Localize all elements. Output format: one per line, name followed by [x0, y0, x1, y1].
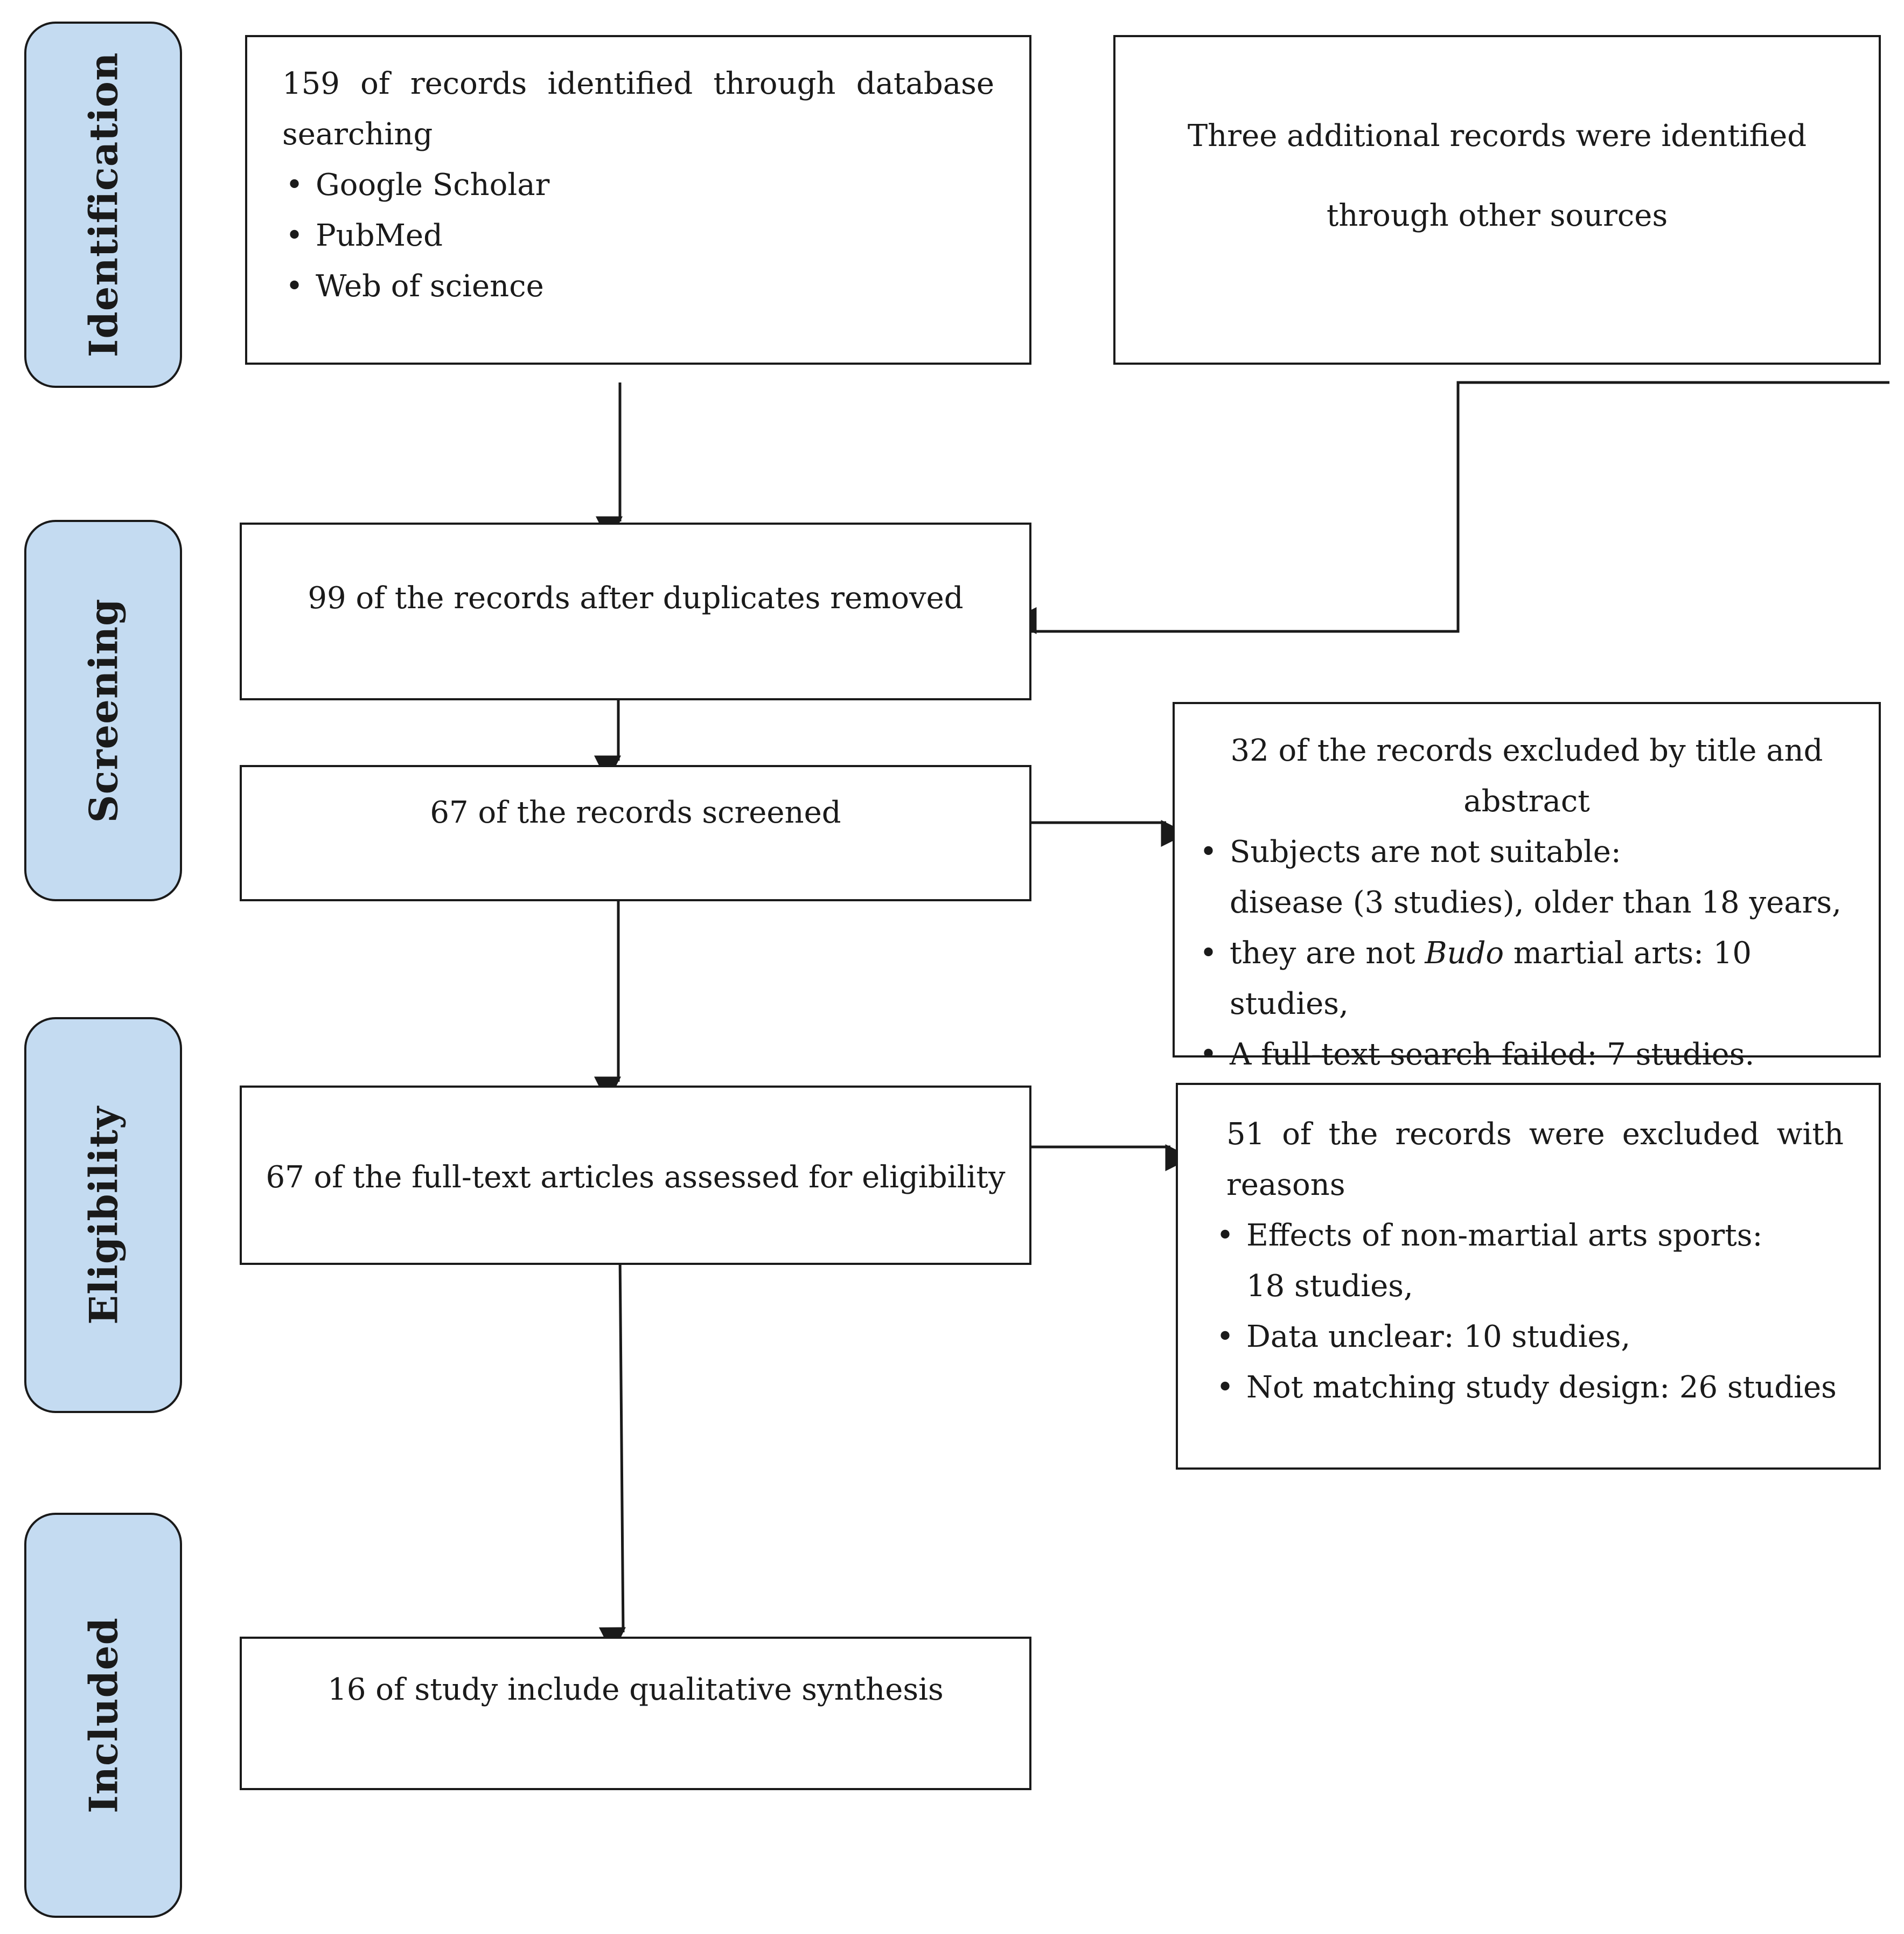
reason-non-martial-text: Effects of non-martial arts sports: [1246, 1218, 1763, 1253]
fulltext-assessed-box: 67 of the full-text articles assessed fo… [240, 1086, 1031, 1265]
excluded-reasons-title-line2: reasons [1226, 1167, 1345, 1202]
included-synthesis-box: 16 of study include qualitative synthesi… [240, 1637, 1031, 1790]
excluded-title-reasons: Subjects are not suitable: disease (3 st… [1196, 827, 1846, 1080]
reason-not-budo: they are not Budo martial arts: 10 studi… [1196, 928, 1846, 1029]
fulltext-assessed-text: 67 of the full-text articles assessed fo… [266, 1160, 1006, 1195]
excluded-with-reasons-box: 51 of the records were excluded with rea… [1176, 1083, 1881, 1470]
reason-subjects-not-suitable: Subjects are not suitable: disease (3 st… [1196, 827, 1846, 928]
reason-non-martial-arts: Effects of non-martial arts sports: 18 s… [1213, 1211, 1844, 1312]
records-screened-box: 67 of the records screened [240, 765, 1031, 901]
reason-not-budo-italic: Budo [1425, 936, 1504, 971]
flow-connectors [594, 381, 1889, 1654]
phase-included: Included [24, 1513, 182, 1918]
excluded-reasons-title-line1: 51 of the records were excluded with [1226, 1117, 1844, 1152]
reason-not-budo-post: martial arts: 10 studies, [1230, 936, 1752, 1021]
reason-non-martial-count: 18 studies, [1246, 1269, 1413, 1304]
connector-other-sources-to-duplicates [1009, 381, 1889, 634]
reason-search-failed: A full-text search failed: 7 studies. [1196, 1029, 1846, 1080]
records-after-duplicates-box: 99 of the records after duplicates remov… [240, 523, 1031, 700]
phase-identification: Identification [24, 22, 182, 388]
records-screened-text: 67 of the records screened [430, 795, 841, 830]
records-identified-database-box: 159 of records identified through databa… [245, 35, 1031, 365]
phase-eligibility: Eligibility [24, 1017, 182, 1413]
excluded-by-title-abstract-box: 32 of the records excluded by title and … [1173, 702, 1881, 1080]
source-pubmed: PubMed [282, 211, 994, 261]
prisma-flow-diagram: Identification Screening Eligibility Inc… [24, 22, 1904, 1934]
reason-study-design: Not matching study design: 26 studies [1213, 1362, 1844, 1413]
database-records-text: 159 of records identified through databa… [282, 66, 994, 101]
database-source-list: Google Scholar PubMed Web of science [282, 160, 994, 312]
source-web-of-science: Web of science [282, 261, 994, 312]
phase-screening: Screening [24, 520, 182, 901]
records-other-sources-box: Three additional records were identified… [1113, 35, 1881, 365]
reason-subjects-text: Subjects are not suitable: [1230, 834, 1621, 869]
reason-data-unclear: Data unclear: 10 studies, [1213, 1312, 1844, 1362]
other-sources-text-line2: through other sources [1326, 198, 1668, 233]
reason-subjects-detail: disease (3 studies), older than 18 years… [1230, 885, 1842, 920]
excluded-title-text-line1: 32 of the records excluded by title and [1230, 733, 1823, 768]
arrow-eligibility-to-included [598, 1254, 626, 1654]
included-synthesis-text: 16 of study include qualitative synthesi… [327, 1672, 944, 1707]
excluded-reasons-list: Effects of non-martial arts sports: 18 s… [1213, 1211, 1844, 1413]
source-google-scholar: Google Scholar [282, 160, 994, 211]
database-records-text-cont: searching [282, 117, 433, 152]
after-duplicates-text: 99 of the records after duplicates remov… [308, 581, 964, 616]
other-sources-text-line1: Three additional records were identified [1187, 119, 1807, 154]
reason-not-budo-pre: they are not [1230, 936, 1425, 971]
excluded-title-text-line2: abstract [1463, 784, 1590, 819]
